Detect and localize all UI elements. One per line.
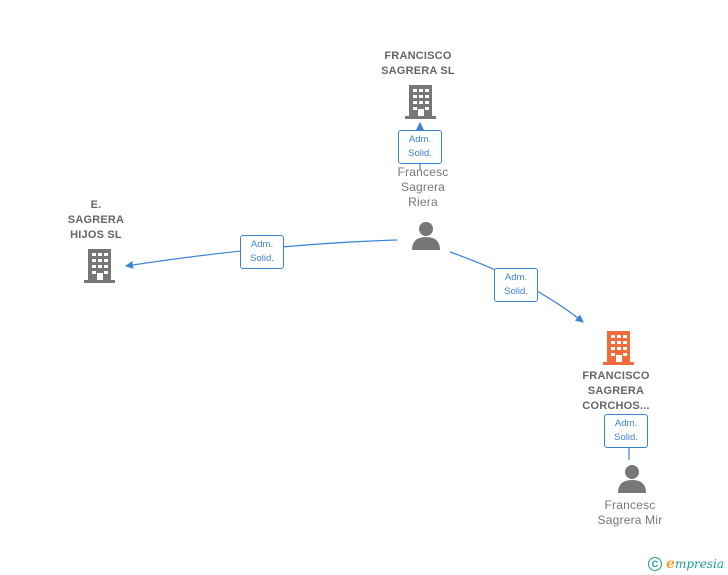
label-line: Francesc (397, 165, 449, 179)
edge-badge-riera-to-francisco-sagrera-corchos[interactable]: Adm. Solid. (494, 268, 538, 302)
person-icon[interactable] (411, 220, 441, 255)
node-label-francesc-sagrera-mir[interactable]: Francesc Sagrera Mir (580, 498, 680, 528)
edge-badge-line: Adm. (504, 272, 528, 283)
edge-badge-line: Solid. (250, 253, 274, 264)
node-label-francisco-sagrera-sl[interactable]: FRANCISCO SAGRERA SL (368, 49, 468, 79)
building-icon[interactable] (405, 85, 436, 124)
edge-badge-riera-to-francisco-sagrera-sl[interactable]: Adm. Solid. (398, 130, 442, 164)
label-line: Riera (408, 195, 438, 209)
label-line: Sagrera (400, 180, 446, 194)
edge-badge-line: Adm. (614, 418, 638, 429)
brand-initial: e (666, 556, 675, 572)
label-line: SAGRERA (587, 385, 645, 397)
brand-rest: mpresia (674, 557, 724, 571)
label-line: FRANCISCO (582, 370, 650, 382)
label-line: FRANCISCO (384, 50, 452, 62)
label-line: SAGRERA SL (381, 65, 455, 77)
building-icon[interactable] (84, 249, 115, 288)
node-label-francisco-sagrera-corchos[interactable]: FRANCISCO SAGRERA CORCHOS... (566, 369, 666, 414)
label-line: Francesc (604, 498, 656, 512)
edge-badge-line: Adm. (250, 239, 274, 250)
edge-badge-line: Solid. (408, 148, 432, 159)
node-label-francesc-sagrera-riera[interactable]: Francesc Sagrera Riera (373, 165, 473, 210)
edge-badge-riera-to-e-sagrera-hijos[interactable]: Adm. Solid. (240, 235, 284, 269)
label-line: Sagrera Mir (597, 513, 663, 527)
building-icon[interactable] (603, 331, 634, 370)
footer-brand[interactable]: C empresia (648, 556, 724, 572)
label-line: E. (90, 199, 102, 211)
label-line: HIJOS SL (70, 229, 122, 241)
label-line: SAGRERA (67, 214, 125, 226)
edge-badge-line: Adm. (408, 134, 432, 145)
label-line: CORCHOS... (582, 400, 650, 412)
edge-badge-line: Solid. (504, 286, 528, 297)
edge-badge-mir-to-francisco-sagrera-corchos[interactable]: Adm. Solid. (604, 414, 648, 448)
brand-logo: empresia (666, 556, 724, 572)
copyright-icon: C (648, 557, 663, 571)
node-label-e-sagrera-hijos-sl[interactable]: E. SAGRERA HIJOS SL (56, 198, 136, 243)
person-icon[interactable] (617, 463, 647, 498)
edge-badge-line: Solid. (614, 432, 638, 443)
